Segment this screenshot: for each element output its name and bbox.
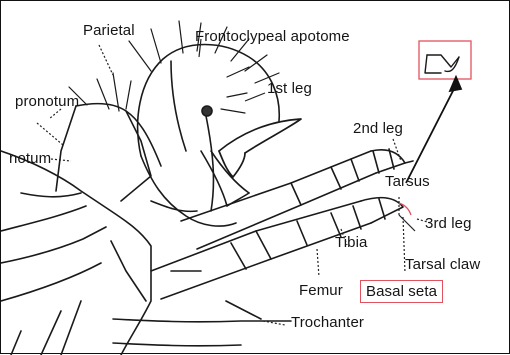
first-leg-segments [201,151,249,206]
label-second-leg: 2nd leg [353,121,403,136]
label-pronotum: pronotum [15,94,79,109]
claw-callout-sketch [425,55,459,73]
label-first-leg: 1st leg [267,81,312,96]
callout-arrow [406,77,461,183]
label-frontoclypeal-apotome: Frontoclypeal apotome [195,29,350,44]
label-third-leg: 3rd leg [425,216,472,231]
label-femur: Femur [299,283,343,298]
label-basal-seta: Basal seta [360,280,443,303]
label-tarsal-claw: Tarsal claw [405,257,480,272]
mandible [219,119,301,177]
label-tibia: Tibia [335,235,367,250]
label-tarsus: Tarsus [385,174,430,189]
head-capsule [138,45,280,227]
label-trochanter: Trochanter [291,315,364,330]
label-parietal: Parietal [83,23,135,38]
label-notum: notum [9,151,51,166]
thorax-outline [1,104,161,355]
stemma [202,106,212,116]
